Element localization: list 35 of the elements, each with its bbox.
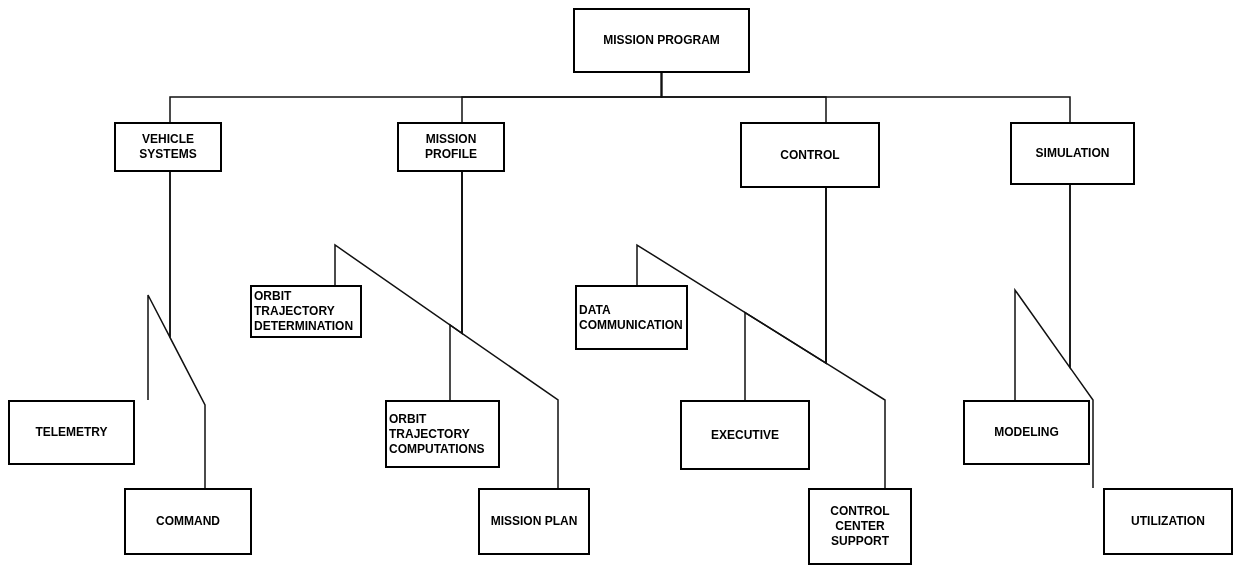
org-box	[8, 400, 135, 465]
org-box	[680, 400, 810, 470]
box-label: MISSION PLAN	[490, 514, 578, 529]
box-label: UTILIZATION	[1131, 514, 1205, 529]
org-box	[963, 400, 1090, 465]
box-label: CONTROL	[780, 147, 840, 163]
box-label: ORBIT TRAJECTORY DETERMINATION	[254, 289, 355, 334]
org-box	[114, 122, 222, 172]
box-label: TELEMETRY	[35, 425, 108, 440]
connector-line	[660, 72, 1071, 123]
box-label: MISSION PROFILE	[424, 132, 478, 162]
box-label: CONTROL CENTER SUPPORT	[829, 504, 891, 549]
box-label: DATA COMMUNICATION	[579, 302, 684, 333]
org-box	[478, 488, 590, 555]
box-label: EXECUTIVE	[711, 427, 779, 443]
org-box	[575, 285, 688, 350]
box-label: MISSION PROGRAM	[603, 33, 720, 48]
org-box	[573, 8, 750, 73]
connector-line	[825, 187, 886, 489]
org-box	[1103, 488, 1233, 555]
connector-line	[461, 171, 559, 489]
org-box	[1010, 122, 1135, 185]
box-label: MODELING	[994, 425, 1059, 440]
connector-line	[169, 171, 206, 489]
box-label: SIMULATION	[1035, 146, 1110, 161]
box-label: ORBIT TRAJECTORY COMPUTATIONS	[389, 411, 486, 457]
org-box	[397, 122, 505, 172]
org-box	[250, 285, 362, 338]
box-label: COMMAND	[156, 514, 220, 529]
org-box	[740, 122, 880, 188]
org-box	[385, 400, 500, 468]
box-label: VEHICLE SYSTEMS	[138, 132, 198, 162]
org-box	[124, 488, 252, 555]
connector-line	[1069, 184, 1094, 489]
org-box	[808, 488, 912, 565]
